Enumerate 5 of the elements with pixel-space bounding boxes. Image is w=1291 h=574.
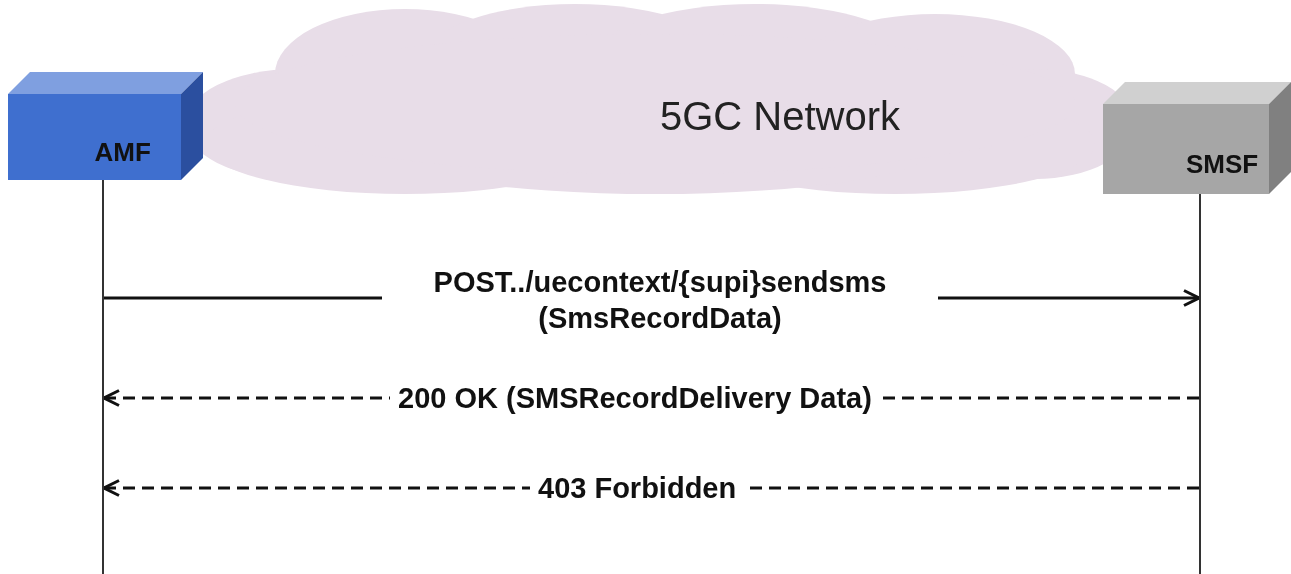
lifeline [1199,194,1201,574]
node-label: SMSF [1186,149,1259,180]
node-label: AMF [94,137,151,168]
node-label: 5GC Network [660,94,901,139]
lifeline [102,180,104,574]
